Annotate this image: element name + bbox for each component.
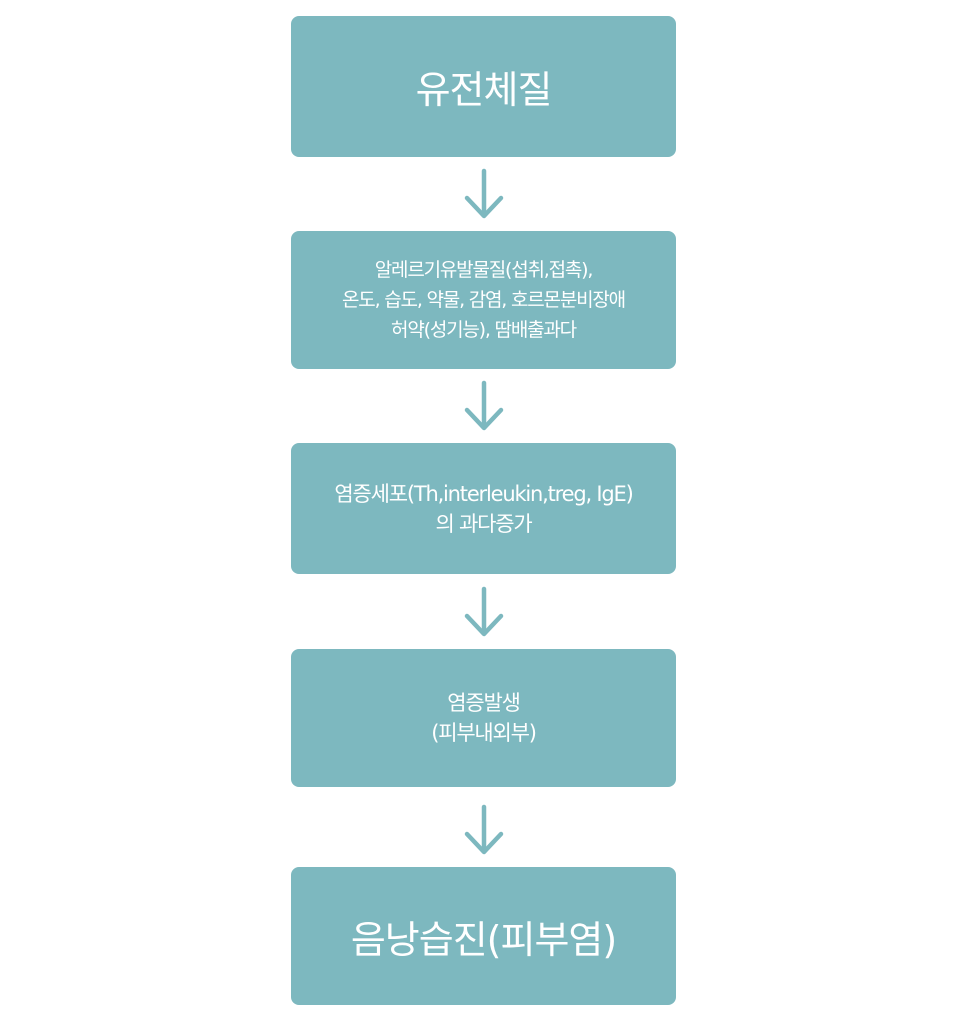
step-label-line-2: 온도, 습도, 약물, 감염, 호르몬분비장애 (342, 289, 626, 311)
step-label-line-2: 의 과다증가 (435, 511, 532, 536)
step-label: 유전체질 (415, 68, 553, 112)
arrow-down-icon (463, 804, 505, 856)
step-inflammation: 염증발생 (피부내외부) (291, 649, 676, 787)
step-label-line-1: 알레르기유발물질(섭취,접촉), (374, 259, 594, 281)
step-label-line-2: (피부내외부) (431, 721, 537, 745)
step-scrotal-eczema: 음낭습진(피부염) (291, 867, 676, 1005)
arrow-down-icon (463, 586, 505, 638)
step-label-line-3: 허약(성기능), 땀배출과다 (391, 319, 577, 341)
step-inflammatory-cells: 염증세포(Th,interleukin,treg, IgE) 의 과다증가 (291, 443, 676, 574)
arrow-down-icon (463, 168, 505, 220)
step-triggers: 알레르기유발물질(섭취,접촉), 온도, 습도, 약물, 감염, 호르몬분비장애… (291, 231, 676, 369)
step-label-line-1: 염증세포(Th,interleukin,treg, IgE) (334, 481, 633, 506)
step-genetic-constitution: 유전체질 (291, 16, 676, 157)
step-label: 음낭습진(피부염) (350, 917, 617, 962)
step-label-line-1: 염증발생 (447, 691, 521, 715)
arrow-down-icon (463, 380, 505, 432)
